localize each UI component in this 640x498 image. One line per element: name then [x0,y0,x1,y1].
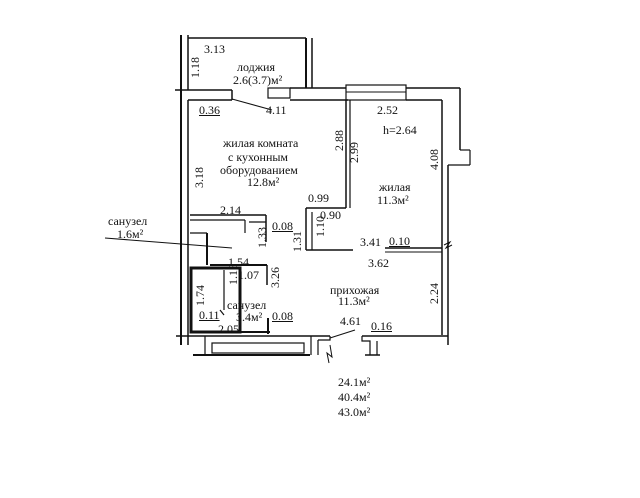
dim-131: 1.31 [290,231,304,252]
dim-110: 1.10 [313,216,327,237]
bath-name: санузел [227,298,267,312]
dim-016: 0.16 [371,319,392,333]
dim-362: 3.62 [368,256,389,270]
bedroom-area: 11.3м² [377,193,409,207]
hall-name: прихожая [330,283,380,297]
living-kitchen-area: 12.8м² [247,175,280,189]
living-kitchen-label-1: жилая комната [223,136,299,150]
hall-area: 11.3м² [338,294,370,308]
living-kitchen-label-2: с кухонным [228,150,289,164]
total-area: 40.4м² [338,390,371,404]
bath-small-area: 1.6м² [117,227,144,241]
dim-011: 0.11 [199,308,220,322]
dim-326: 3.26 [268,267,282,288]
dim-008a: 0.08 [272,219,293,233]
dim-318: 3.18 [192,167,206,188]
bath-area: 3.4м² [236,310,263,324]
total-living-area: 24.1м² [338,375,371,389]
dim-loggia-width: 3.13 [204,42,225,56]
dim-205: 2.05 [218,322,239,336]
dim-461: 4.61 [340,314,361,328]
dim-288: 2.88 [332,130,346,151]
bedroom-name: жилая [379,180,411,194]
living-kitchen-label-3: оборудованием [220,163,298,177]
bath-small-name: санузел [108,214,148,228]
dim-299: 2.99 [347,142,361,163]
dim-loggia-depth: 1.18 [188,57,202,78]
dim-224: 2.24 [427,283,441,304]
loggia-area: 2.6(3.7)м² [233,73,283,87]
ceiling-height: h=2.64 [383,123,417,137]
loggia-name: лоджия [237,60,275,74]
dim-107: 1.07 [238,268,259,282]
dim-341: 3.41 [360,235,381,249]
dim-010: 0.10 [389,234,410,248]
dim-408: 4.08 [427,149,441,170]
dim-116: 1.16 [226,264,240,285]
dim-252: 2.52 [377,103,398,117]
dim-099: 0.99 [308,191,329,205]
dim-214: 2.14 [220,203,241,217]
total-area-with-loggia: 43.0м² [338,405,371,419]
dim-036: 0.36 [199,103,220,117]
dim-174: 1.74 [193,285,207,306]
dim-154: 1.54 [228,255,249,269]
dim-008b: 0.08 [272,309,293,323]
dim-090: 0.90 [320,208,341,222]
dim-411: 4.11 [266,103,287,117]
dim-133: 1.33 [255,227,269,248]
